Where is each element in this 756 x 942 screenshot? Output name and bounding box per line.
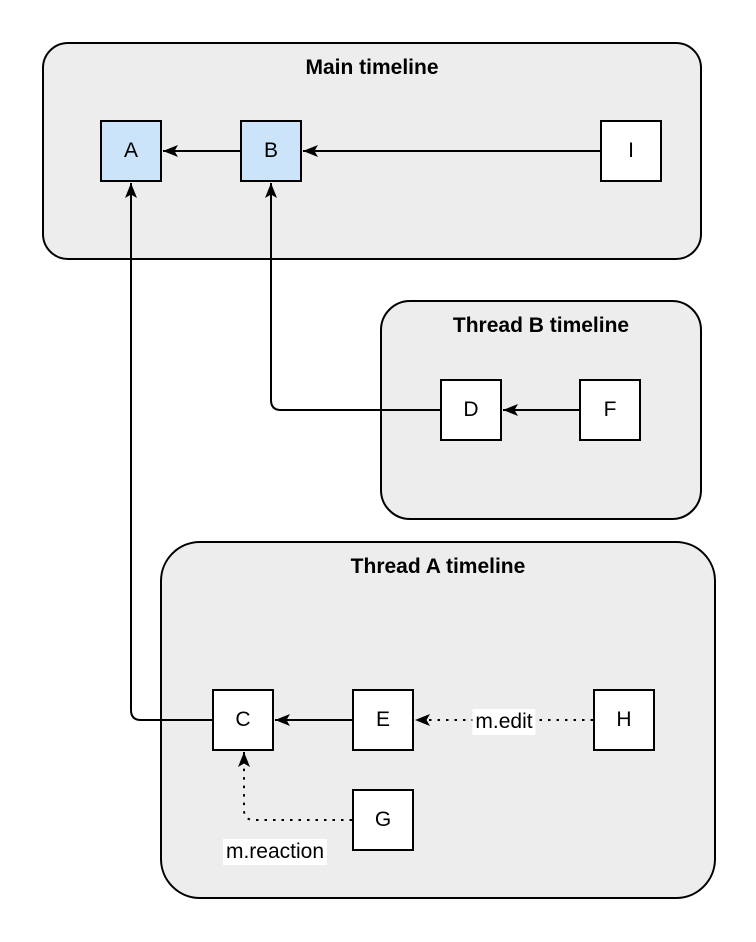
event-node-a: A — [100, 120, 162, 182]
event-node-d: D — [440, 379, 502, 441]
edge-label-m-edit: m.edit — [472, 709, 536, 735]
event-node-i: I — [600, 120, 662, 182]
event-node-e: E — [352, 689, 414, 751]
event-node-b: B — [240, 120, 302, 182]
container-title-main: Main timeline — [305, 56, 439, 79]
edge-label-m-reaction: m.reaction — [222, 839, 328, 865]
event-node-f: F — [579, 379, 641, 441]
container-title-threadB: Thread B timeline — [452, 314, 630, 337]
event-node-g: G — [352, 789, 414, 851]
container-title-threadA: Thread A timeline — [350, 555, 526, 578]
container-threadB-timeline: Thread B timeline — [380, 300, 702, 520]
event-node-c: C — [212, 689, 274, 751]
event-node-h: H — [593, 689, 655, 751]
